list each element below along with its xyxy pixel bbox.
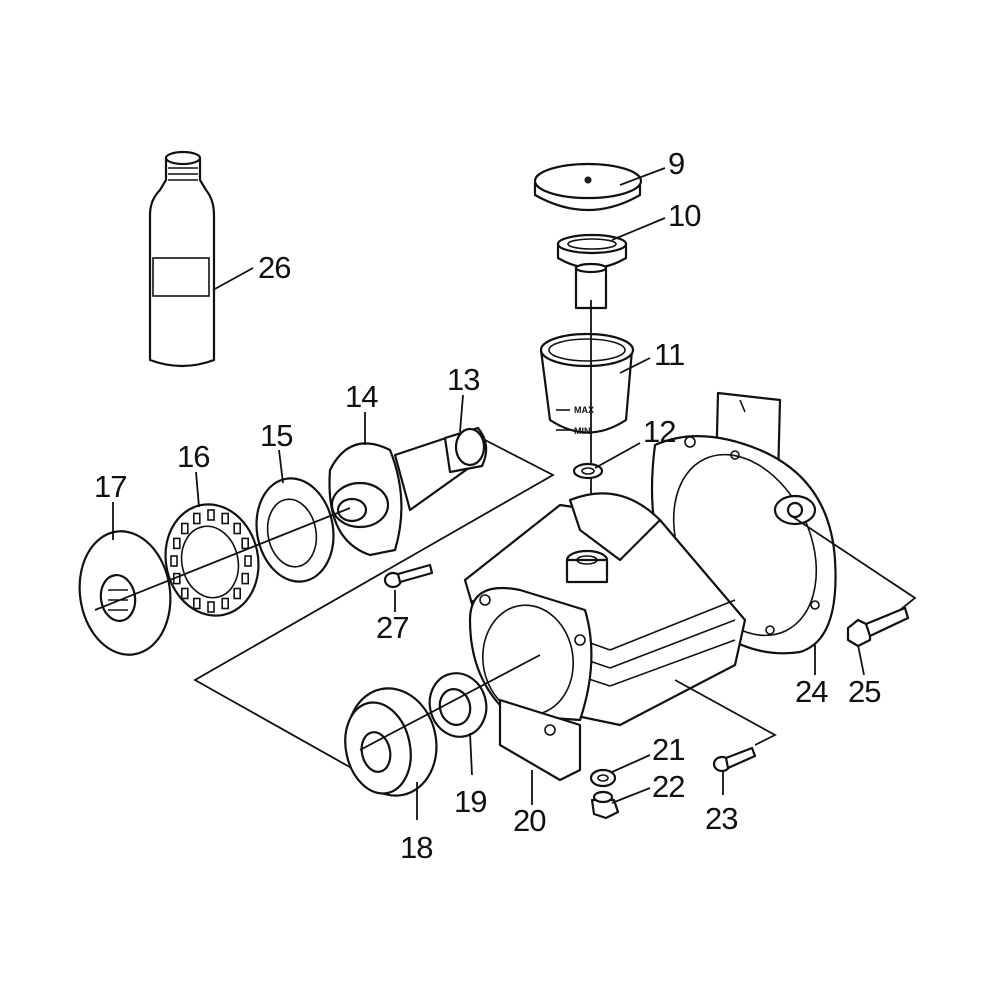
needle-roller [244,555,252,567]
needle-roller [233,587,241,600]
part-13-shaft [443,426,488,474]
callout-20: 20 [513,803,546,838]
part-26-oil-bottle [148,150,216,368]
part-17-thrust-washer [78,530,172,656]
min-mark: MIN [574,426,591,436]
callout-26: 26 [258,250,290,285]
part-20-pump-housing [463,492,747,782]
part-27-screw [383,563,434,589]
part-16-needle-bearing [164,503,260,617]
callout-11: 11 [654,337,684,372]
callout-19: 19 [454,784,486,819]
needle-roller [241,572,249,585]
callout-25: 25 [848,674,880,709]
callout-10: 10 [668,198,701,233]
leader-lines [112,167,865,820]
part-25-bolt [846,606,910,648]
callout-21: 21 [652,732,684,767]
callout-17: 17 [94,469,126,504]
callout-18: 18 [400,830,432,865]
callout-24: 24 [795,674,828,709]
callout-13: 13 [447,362,479,397]
part-21-washer [589,768,617,788]
needle-roller [233,522,241,535]
max-mark: MAX [574,405,594,415]
needle-roller [193,597,201,610]
needle-roller [241,537,249,550]
callout-23: 23 [705,801,737,836]
needle-roller [207,509,215,521]
part-9-reservoir-cap [533,162,643,211]
needle-roller [221,512,229,525]
callout-22: 22 [652,769,684,804]
needle-roller [170,555,178,567]
needle-roller [221,597,229,610]
callout-12: 12 [643,414,675,449]
part-14-impeller [328,428,482,557]
callout-16: 16 [177,439,209,474]
needle-roller [193,512,201,525]
needle-roller [181,522,189,535]
callout-14: 14 [345,379,378,414]
callout-27: 27 [376,610,408,645]
part-18-ball-bearing [344,687,438,797]
needle-roller [207,601,215,613]
needle-roller [181,587,189,600]
part-10-filter-seal [556,233,628,310]
part-19-shaft-seal [428,672,488,738]
callout-15: 15 [260,418,292,453]
part-11-oil-reservoir: MAX MIN [539,332,635,436]
callout-9: 9 [668,146,684,181]
part-23-screw [712,746,757,773]
callout-labels: 9 10 11 12 13 14 15 16 17 26 27 18 19 20… [94,146,881,865]
needle-roller [173,537,181,550]
part-22-drain-plug [590,790,620,820]
